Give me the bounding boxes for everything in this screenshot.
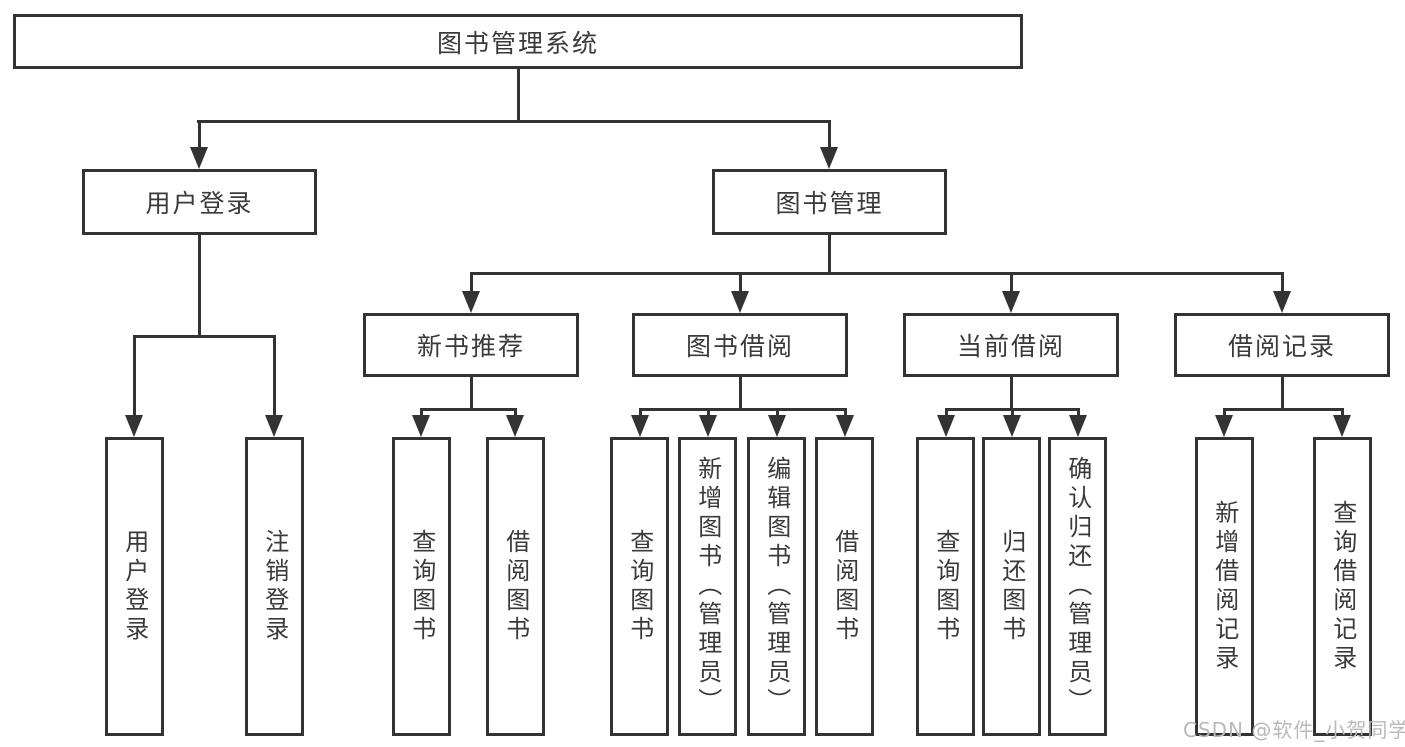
connector-line — [1281, 377, 1284, 411]
leaf-borrow-books-recommend: 借阅图书 — [486, 437, 545, 736]
leaf-confirm-return-admin: 确认归还（管理员） — [1048, 437, 1107, 736]
watermark: CSDN @软件_小贺同学 — [1183, 718, 1405, 742]
leaf-edit-book-admin: 编辑图书（管理员） — [747, 437, 806, 736]
connector-line — [639, 408, 642, 420]
connector-line — [470, 272, 473, 295]
connector-line — [1011, 408, 1014, 420]
arrow-down-icon — [836, 415, 854, 437]
node-label: 新增图书（管理员） — [693, 456, 722, 717]
connector-line — [1077, 408, 1080, 420]
node-label: 查询图书 — [625, 528, 654, 645]
arrow-down-icon — [820, 147, 838, 169]
node-label: 查询借阅记录 — [1328, 499, 1357, 674]
connector-line — [639, 408, 847, 411]
arrow-down-icon — [412, 415, 430, 437]
node-label: 查询图书 — [407, 528, 436, 645]
arrow-down-icon — [731, 291, 749, 313]
arrow-down-icon — [768, 415, 786, 437]
connector-line — [1010, 377, 1013, 411]
connector-line — [1281, 272, 1284, 295]
leaf-add-borrow-record: 新增借阅记录 — [1195, 437, 1254, 736]
arrow-down-icon — [1273, 291, 1291, 313]
connector-line — [133, 335, 136, 418]
node-label: 归还图书 — [997, 528, 1026, 645]
connector-line — [470, 272, 1284, 275]
connector-line — [776, 408, 779, 420]
leaf-query-books-borrowing: 查询图书 — [610, 437, 669, 736]
node-label: 查询图书 — [931, 528, 960, 645]
connector-line — [420, 408, 517, 411]
connector-line — [828, 120, 831, 149]
node-label: 当前借阅 — [956, 332, 1065, 361]
node-current-borrowing: 当前借阅 — [903, 313, 1119, 377]
connector-line — [1223, 408, 1226, 420]
arrow-down-icon — [631, 415, 649, 437]
connector-line — [1223, 408, 1344, 411]
node-label: 借阅图书 — [830, 528, 859, 645]
arrow-down-icon — [1215, 415, 1233, 437]
connector-line — [420, 408, 423, 420]
leaf-logout: 注销登录 — [245, 437, 304, 736]
node-label: 注销登录 — [260, 528, 289, 645]
arrow-down-icon — [125, 415, 143, 437]
leaf-query-books-current: 查询图书 — [916, 437, 975, 736]
node-new-book-recommendation: 新书推荐 — [363, 313, 579, 377]
node-label: 编辑图书（管理员） — [762, 456, 791, 717]
node-label: 新增借阅记录 — [1210, 499, 1239, 674]
node-label: 借阅记录 — [1227, 332, 1336, 361]
node-label: 确认归还（管理员） — [1063, 456, 1092, 717]
node-user-login: 用户登录 — [82, 169, 317, 235]
connector-line — [945, 408, 948, 420]
connector-line — [198, 120, 201, 149]
arrow-down-icon — [462, 291, 480, 313]
connector-line — [828, 234, 831, 275]
connector-line — [1341, 408, 1344, 420]
connector-line — [739, 377, 742, 411]
connector-line — [514, 408, 517, 420]
node-book-management: 图书管理 — [712, 169, 947, 235]
node-label: 借阅图书 — [501, 528, 530, 645]
node-label: 用户登录 — [145, 189, 254, 218]
arrow-down-icon — [1333, 415, 1351, 437]
connector-line — [198, 234, 201, 338]
leaf-user-login: 用户登录 — [105, 437, 164, 736]
connector-line — [133, 335, 276, 338]
leaf-query-borrow-record: 查询借阅记录 — [1313, 437, 1372, 736]
arrow-down-icon — [1069, 415, 1087, 437]
arrow-down-icon — [699, 415, 717, 437]
node-label: 用户登录 — [120, 528, 149, 645]
leaf-return-books: 归还图书 — [982, 437, 1041, 736]
connector-line — [844, 408, 847, 420]
node-label: 新书推荐 — [416, 332, 525, 361]
connector-line — [517, 68, 520, 123]
leaf-add-book-admin: 新增图书（管理员） — [678, 437, 737, 736]
node-label: 图书借阅 — [685, 332, 794, 361]
connector-line — [273, 335, 276, 418]
node-borrowing-records: 借阅记录 — [1174, 313, 1390, 377]
node-root: 图书管理系统 — [13, 14, 1023, 69]
node-label: 图书管理系统 — [436, 28, 599, 58]
connector-line — [1010, 272, 1013, 295]
connector-line — [739, 272, 742, 295]
arrow-down-icon — [937, 415, 955, 437]
connector-line — [197, 120, 831, 123]
arrow-down-icon — [265, 415, 283, 437]
connector-line — [707, 408, 710, 420]
arrow-down-icon — [1002, 291, 1020, 313]
node-label: 图书管理 — [775, 189, 884, 218]
leaf-query-books-recommend: 查询图书 — [392, 437, 451, 736]
arrow-down-icon — [1003, 415, 1021, 437]
node-book-borrowing: 图书借阅 — [632, 313, 848, 377]
connector-line — [470, 377, 473, 411]
arrow-down-icon — [190, 147, 208, 169]
leaf-borrow-books-borrowing: 借阅图书 — [815, 437, 874, 736]
arrow-down-icon — [506, 415, 524, 437]
